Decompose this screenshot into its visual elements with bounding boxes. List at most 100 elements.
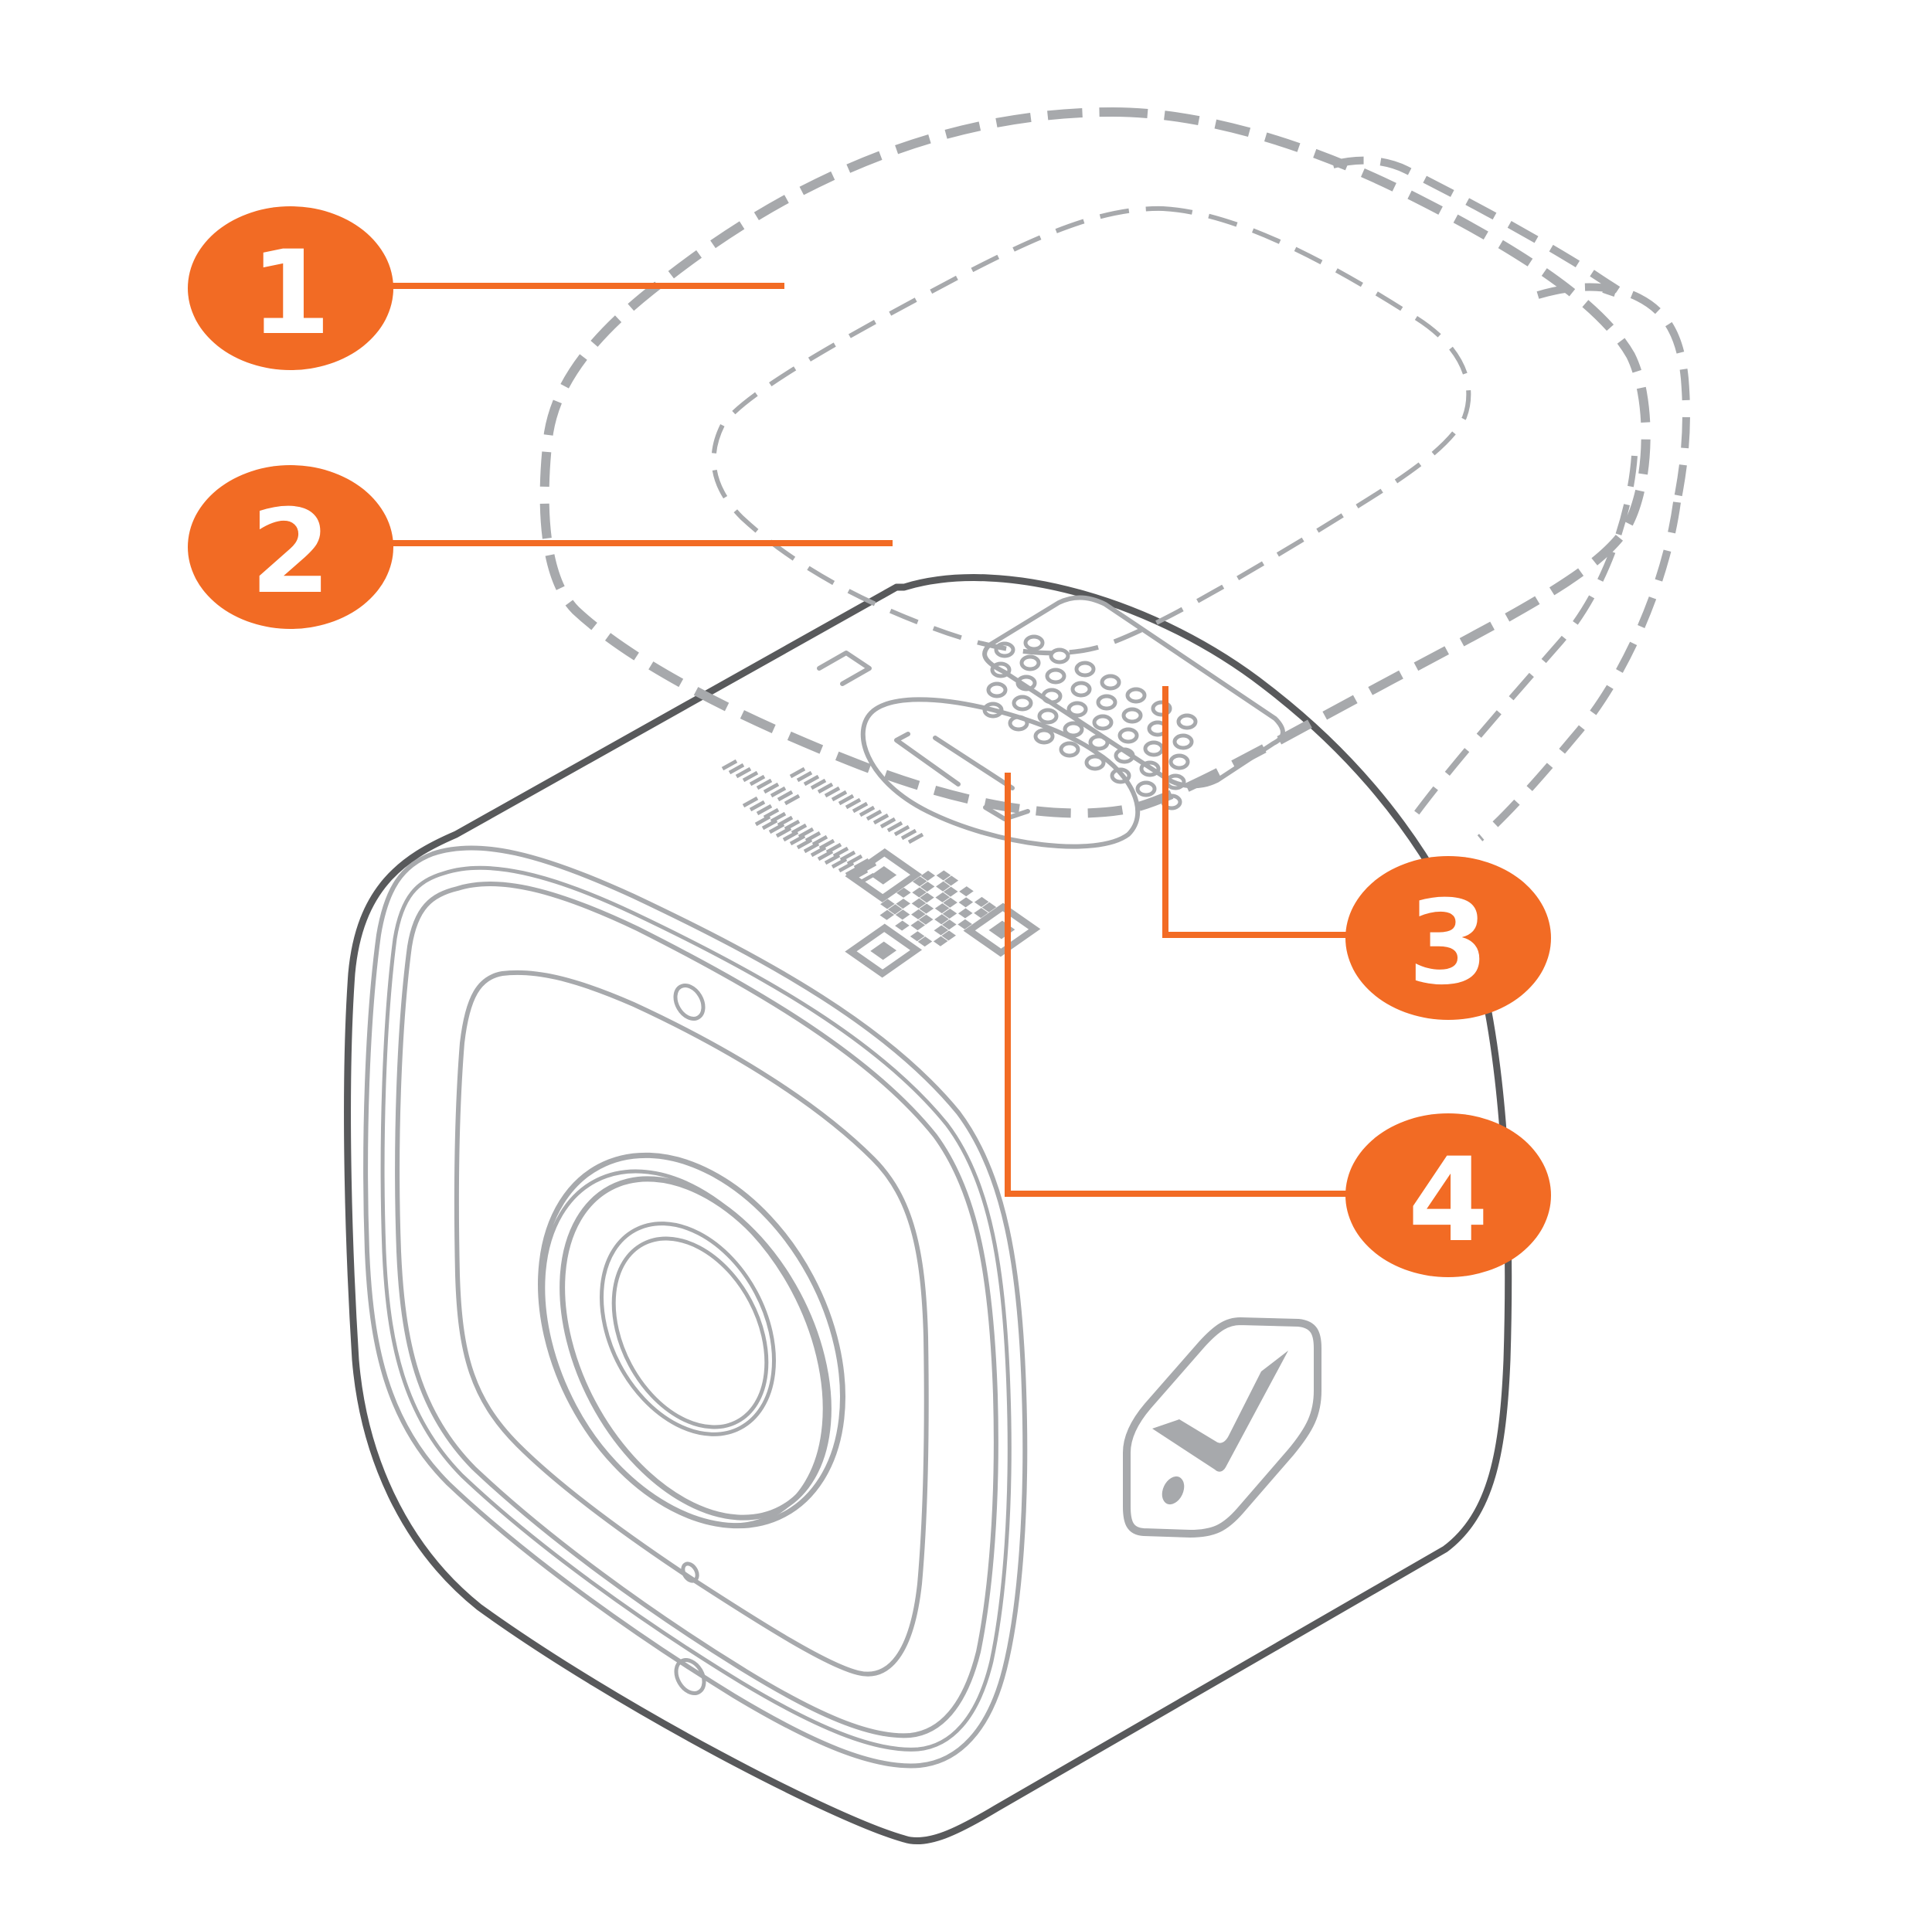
hatch-mark	[804, 831, 821, 843]
pad-dot	[1114, 747, 1135, 764]
top-tab	[817, 651, 872, 686]
pad-dot	[1172, 733, 1194, 750]
hatch-mark	[784, 819, 801, 831]
mount-back-edge-dashed	[1332, 156, 1628, 299]
hatch-mark	[742, 796, 759, 808]
callout-number-3: 3	[1408, 876, 1488, 1011]
qr-bit	[918, 914, 934, 925]
hatch-mark	[839, 850, 856, 862]
mount-inner-dashed	[711, 206, 1471, 656]
qr-bit	[942, 919, 957, 930]
callout-2: 2	[188, 465, 393, 629]
front-bezel-outer	[363, 845, 1028, 1769]
camera-body	[344, 574, 1512, 1845]
qr-bit	[920, 892, 934, 903]
hatch-mark	[852, 801, 869, 814]
sensor-hole-bottom	[674, 1658, 706, 1695]
qr-bit	[959, 886, 974, 897]
qr-bit	[941, 930, 956, 941]
pad-dot	[1100, 674, 1121, 691]
hatch-mark	[756, 778, 773, 790]
qr-bit	[974, 908, 988, 919]
hatch-mark	[791, 823, 808, 835]
hatch-mark	[810, 845, 827, 858]
mount-ghost	[539, 107, 1690, 841]
qr-bit	[912, 887, 927, 898]
pad-dot	[1049, 647, 1070, 664]
emblem-dot	[1162, 1476, 1185, 1505]
mount-strut-left-dashed	[1403, 455, 1638, 829]
hatch-mark	[859, 805, 876, 817]
qr-bit	[933, 936, 948, 946]
qr-bit	[880, 899, 895, 909]
pad-dot	[1151, 700, 1172, 717]
qr-bit	[943, 886, 958, 897]
pad-dot	[1019, 654, 1041, 671]
qr-bit	[910, 920, 926, 931]
hatch-mark	[784, 793, 801, 806]
dimple-inner-right	[933, 736, 1015, 790]
pad-dot	[1012, 695, 1033, 712]
qr-bit	[895, 920, 910, 931]
camera-body-outline	[344, 574, 1512, 1845]
qr-bit	[936, 870, 951, 881]
front-face	[363, 845, 1028, 1769]
hatch-mark	[728, 763, 745, 775]
qr-bit	[879, 909, 895, 920]
emblem-outline	[1123, 1317, 1321, 1538]
pad-dot	[982, 702, 1004, 719]
brand-emblem	[1123, 1317, 1321, 1538]
hatch-mark	[775, 826, 792, 838]
front-bezel-mid	[380, 865, 1012, 1752]
callout-4: 4	[1345, 1113, 1551, 1277]
hatch-mark	[742, 770, 759, 783]
hatch-mark	[789, 834, 806, 846]
mount-right-arc-dashed	[1536, 283, 1690, 503]
leader-lines	[390, 283, 1349, 1197]
hatch-mark	[777, 790, 794, 802]
lens-ring-3	[560, 1176, 832, 1521]
qr-bit	[917, 936, 933, 947]
hatch-mark	[796, 770, 813, 783]
hatch-mark	[749, 774, 766, 787]
pad-dot	[1139, 760, 1161, 777]
qr-bit	[911, 898, 927, 909]
hatch-mark	[845, 797, 862, 810]
qr-bit	[957, 908, 973, 919]
callout-badge-2	[188, 465, 393, 629]
qr-bit	[920, 870, 936, 881]
hatch-mark	[824, 853, 841, 865]
hatch-mark	[818, 838, 835, 851]
checkmark-icon	[1152, 1351, 1288, 1472]
hatch-mark	[803, 774, 820, 787]
hatch-mark	[756, 804, 773, 816]
pad-dot	[990, 661, 1012, 678]
hatch-mark	[796, 838, 813, 850]
callout-1: 1	[188, 206, 393, 370]
pad-dot	[1074, 661, 1096, 678]
qr-bit	[981, 902, 997, 912]
pad-dot	[1143, 740, 1165, 757]
callout-number-2: 2	[250, 485, 331, 620]
lens-glass-outer	[600, 1222, 776, 1436]
callout-3: 3	[1345, 856, 1551, 1020]
hatch-mark	[798, 827, 815, 839]
hatch-mark	[789, 766, 806, 779]
qr-bit	[934, 914, 949, 925]
lens	[538, 1152, 845, 1529]
mount-pad-dots	[982, 634, 1198, 810]
pad-dot	[1084, 754, 1106, 771]
pad-dot	[1092, 714, 1114, 731]
callout-number-1: 1	[250, 226, 331, 361]
hatch-mark	[770, 786, 787, 798]
hatch-mark	[770, 811, 787, 824]
hatch-mark	[735, 766, 752, 779]
lens-glass-inner	[611, 1236, 769, 1429]
qr-bit	[936, 881, 951, 892]
hatch-mark	[900, 828, 917, 841]
pad-dot	[1121, 707, 1143, 724]
callout-badge-4	[1345, 1113, 1551, 1277]
pad-dot	[1008, 715, 1029, 732]
hatch-mark	[872, 813, 889, 825]
